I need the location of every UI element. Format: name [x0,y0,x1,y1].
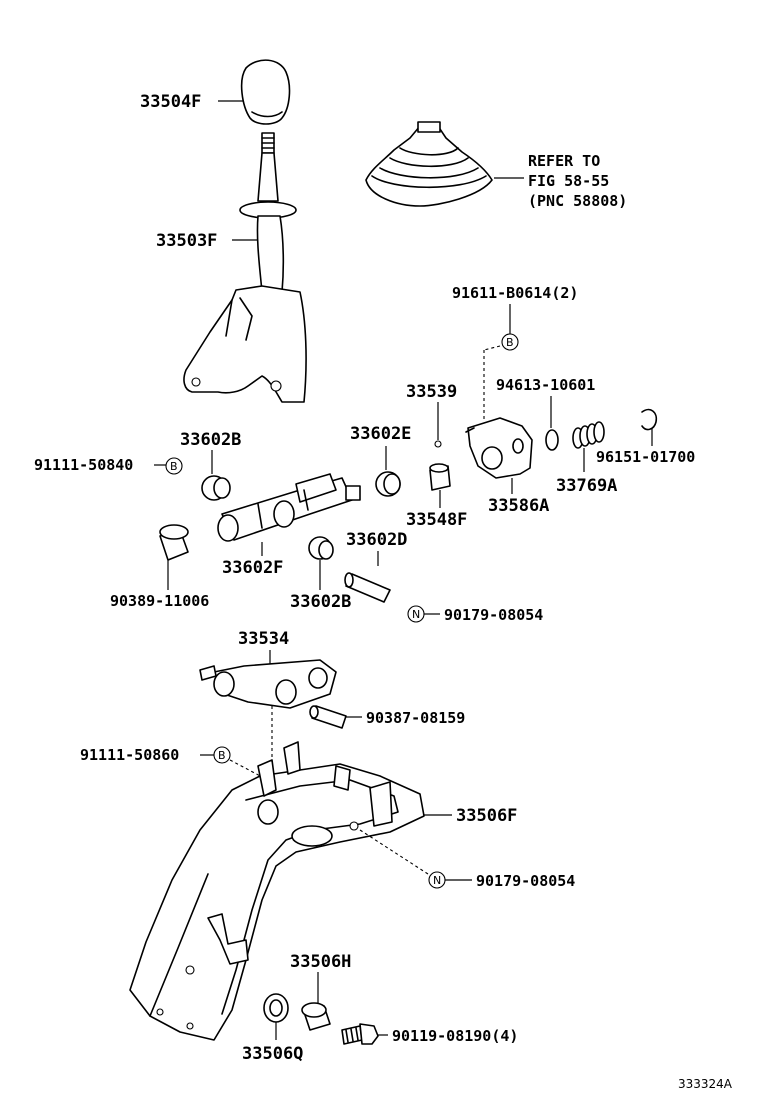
label-33548f: 33548F [406,510,467,530]
pin-90387-part [309,705,347,729]
shift-housing-33506f-part [129,741,425,1041]
b-marker-icon [165,457,183,475]
marker-b-top: B [506,336,514,349]
bushing-33602b-bottom-part [308,536,334,560]
marker-n-bottom: N [433,874,441,887]
figure-code: 333324A [678,1077,733,1091]
collar-33548f-part [429,463,451,491]
shift-knob-part [240,59,291,125]
ball-icon [434,440,442,448]
label-91111-50860: 91111-50860 [80,746,179,764]
shift-boot-part [365,121,493,207]
lever-33534-part [199,659,337,709]
label-33769a: 33769A [556,476,617,496]
label-33506q: 33506Q [242,1044,303,1064]
label-94613: 94613-10601 [496,376,595,394]
label-33602f: 33602F [222,558,283,578]
shift-rod-33602f-part [217,473,361,542]
label-refer-line3: (PNC 58808) [528,192,627,210]
pin-33602d-part [344,572,391,603]
bushing-90389-part [159,524,189,561]
bushing-33602b-top-part [201,475,231,501]
label-33586a: 33586A [488,496,549,516]
label-90179-bottom: 90179-08054 [476,872,575,890]
label-33506f: 33506F [456,806,517,826]
snap-ring-icon [641,408,658,431]
label-90389: 90389-11006 [110,592,209,610]
marker-b-lower: B [218,749,226,762]
label-shift-knob: 33504F [140,92,201,112]
label-33534: 33534 [238,629,289,649]
bracket-33586a-part [465,417,533,479]
grommet-33506q-part [263,993,289,1023]
marker-n-top: N [412,608,420,621]
label-33602e: 33602E [350,424,411,444]
label-refer-line2: FIG 58-55 [528,172,609,190]
label-96151: 96151-01700 [596,448,695,466]
bolt-90119-part [341,1023,379,1045]
b-marker-icon [213,746,231,764]
marker-b-left: B [170,460,178,473]
label-90387: 90387-08159 [366,709,465,727]
label-33602d: 33602D [346,530,407,550]
label-33602b-bottom: 33602B [290,592,351,612]
label-33539: 33539 [406,382,457,402]
label-90119: 90119-08190(4) [392,1027,518,1045]
shift-lever-part [183,132,307,403]
label-90179-top: 90179-08054 [444,606,543,624]
spring-33769a-part [572,421,605,449]
label-bolt-b-top: 91611-B0614(2) [452,284,578,302]
label-91111-50840: 91111-50840 [34,456,133,474]
b-marker-icon [501,333,519,351]
label-33506h: 33506H [290,952,351,972]
bushing-33602e-part [375,471,401,497]
label-shift-lever: 33503F [156,231,217,251]
grommet-33506h-part [301,1002,331,1031]
label-refer-line1: REFER TO [528,152,600,170]
washer-icon [545,429,559,451]
label-33602b-top: 33602B [180,430,241,450]
